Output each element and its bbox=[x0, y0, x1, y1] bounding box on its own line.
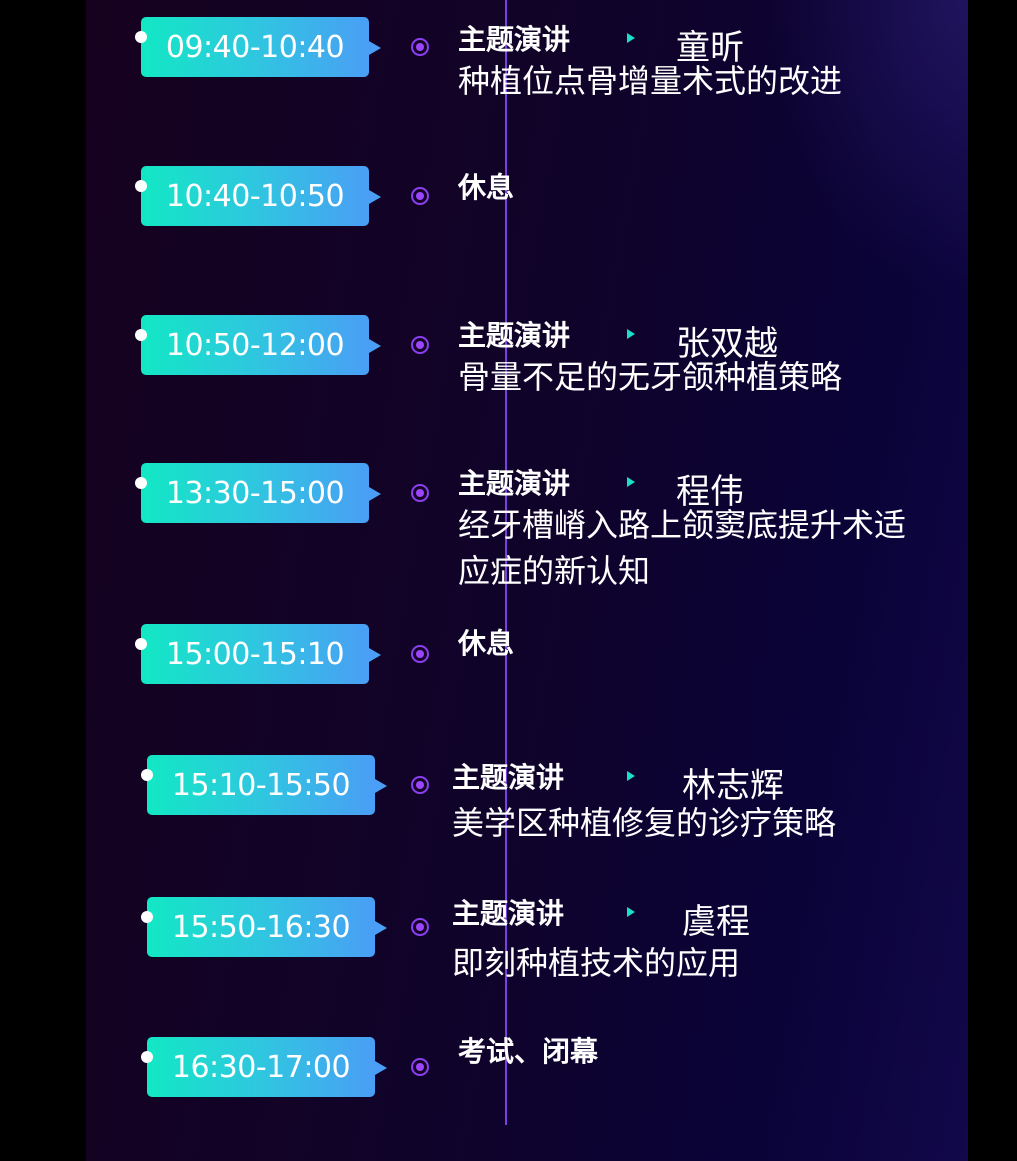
session-title: 主题演讲 bbox=[458, 23, 571, 56]
session-topic: 即刻种植技术的应用 bbox=[452, 944, 741, 982]
timeline-node-icon bbox=[411, 918, 429, 936]
arrow-icon bbox=[627, 771, 635, 781]
time-badge: 10:50-12:00 bbox=[141, 315, 381, 375]
speaker-name: 林志辉 bbox=[682, 766, 784, 806]
speaker-name: 程伟 bbox=[676, 472, 744, 512]
badge-dot bbox=[141, 1051, 153, 1063]
timeline-node-icon bbox=[411, 336, 429, 354]
time-badge: 09:40-10:40 bbox=[141, 17, 381, 77]
speaker-name: 童昕 bbox=[676, 28, 744, 68]
session-topic: 种植位点骨增量术式的改进 bbox=[458, 62, 843, 100]
time-badge: 16:30-17:00 bbox=[147, 1037, 387, 1097]
session-title: 休息 bbox=[458, 627, 515, 660]
arrow-icon bbox=[627, 477, 635, 487]
timeline-node-icon bbox=[411, 484, 429, 502]
session-title: 主题演讲 bbox=[458, 319, 571, 352]
arrow-icon bbox=[627, 907, 635, 917]
session-topic: 经牙槽嵴入路上颌窦底提升术适应症的新认知 bbox=[458, 506, 907, 590]
session-topic: 骨量不足的无牙颌种植策略 bbox=[458, 358, 843, 396]
time-badge: 13:30-15:00 bbox=[141, 463, 381, 523]
session-title: 主题演讲 bbox=[452, 761, 565, 794]
timeline-node-icon bbox=[411, 1058, 429, 1076]
time-badge: 15:10-15:50 bbox=[147, 755, 387, 815]
badge-dot bbox=[135, 477, 147, 489]
time-badge: 15:00-15:10 bbox=[141, 624, 381, 684]
badge-dot bbox=[135, 31, 147, 43]
session-title: 主题演讲 bbox=[452, 897, 565, 930]
session-title: 考试、闭幕 bbox=[458, 1035, 599, 1068]
timeline-node-icon bbox=[411, 645, 429, 663]
time-badge: 10:40-10:50 bbox=[141, 166, 381, 226]
badge-dot bbox=[141, 769, 153, 781]
badge-dot bbox=[135, 638, 147, 650]
badge-dot bbox=[135, 180, 147, 192]
speaker-name: 虞程 bbox=[682, 902, 750, 942]
session-title: 休息 bbox=[458, 171, 515, 204]
badge-dot bbox=[135, 329, 147, 341]
speaker-name: 张双越 bbox=[676, 324, 778, 364]
badge-dot bbox=[141, 911, 153, 923]
time-badge: 15:50-16:30 bbox=[147, 897, 387, 957]
arrow-icon bbox=[627, 33, 635, 43]
session-topic: 美学区种植修复的诊疗策略 bbox=[452, 804, 837, 842]
timeline-line bbox=[505, 0, 507, 1125]
timeline-node-icon bbox=[411, 187, 429, 205]
session-title: 主题演讲 bbox=[458, 467, 571, 500]
arrow-icon bbox=[627, 329, 635, 339]
timeline-node-icon bbox=[411, 776, 429, 794]
timeline-node-icon bbox=[411, 38, 429, 56]
